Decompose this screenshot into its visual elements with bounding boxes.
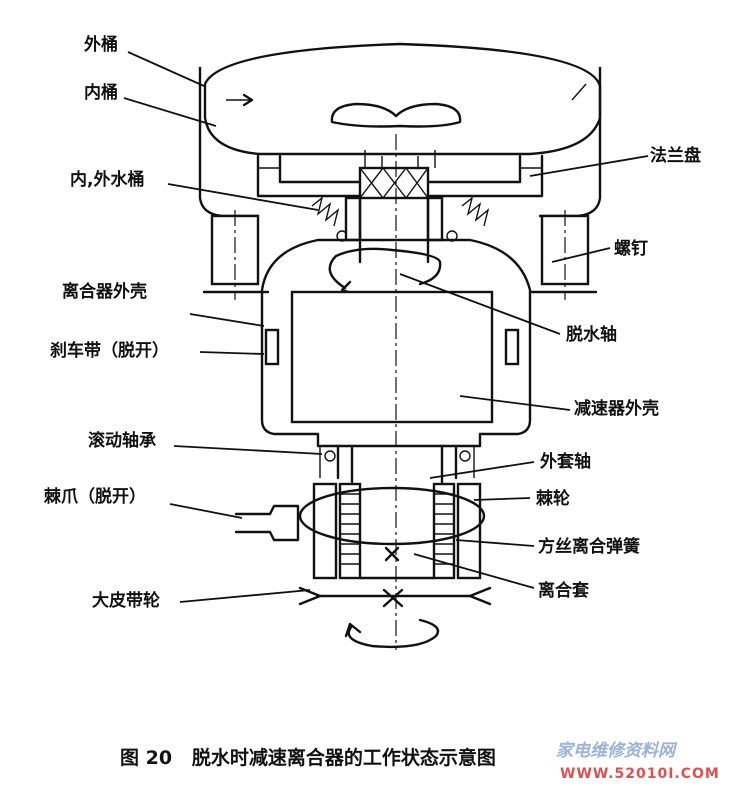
- label-large-pulley: 大皮带轮: [92, 590, 160, 611]
- ratchet-wheel-shape: [298, 482, 486, 580]
- label-square-wire-spring: 方丝离合弹簧: [538, 536, 640, 557]
- label-flange-plate: 法兰盘: [650, 145, 701, 166]
- ratchet-pawl-shape: [234, 504, 300, 542]
- large-pulley-shape: [298, 586, 492, 649]
- reducer-housing-shape: [264, 290, 520, 424]
- flange-plate-shape: [202, 150, 598, 300]
- watermark: 家电维修资料网 WWW.52010I.COM: [556, 741, 720, 782]
- left-labels: 外桶 内桶 内,外水桶 离合器外壳 刹车带（脱开） 滚动轴承 棘爪（脱开） 大皮…: [44, 34, 169, 611]
- label-screw: 螺钉: [614, 238, 648, 259]
- figure-caption: 图 20 脱水时减速离合器的工作状态示意图: [120, 746, 496, 769]
- right-labels: 法兰盘 螺钉 脱水轴 减速器外壳 外套轴 棘轮 方丝离合弹簧 离合套: [536, 145, 701, 601]
- lower-shaft-assembly: [319, 444, 475, 484]
- label-clutch-sleeve: 离合套: [538, 580, 590, 601]
- label-reducer-housing: 减速器外壳: [574, 398, 659, 419]
- label-clutch-housing: 离合器外壳: [62, 281, 147, 302]
- label-spin-shaft: 脱水轴: [566, 324, 617, 345]
- label-brake-band: 刹车带（脱开）: [50, 340, 169, 361]
- clutch-drawing: [198, 42, 602, 650]
- leader-lines: [123, 51, 649, 603]
- label-inner-outer-water-tub: 内,外水桶: [70, 169, 144, 190]
- label-ratchet-pawl: 棘爪（脱开）: [44, 486, 146, 507]
- label-rolling-bearing: 滚动轴承: [88, 430, 156, 451]
- watermark-site-name: 家电维修资料网: [556, 741, 678, 761]
- seal-springs: [311, 196, 490, 242]
- label-outer-sleeve-shaft: 外套轴: [540, 451, 591, 472]
- label-inner-tub: 内桶: [84, 82, 118, 103]
- watermark-site-url: WWW.52010I.COM: [560, 766, 720, 782]
- inner-tub-shape: [203, 42, 602, 156]
- label-ratchet-wheel: 棘轮: [536, 488, 570, 509]
- label-outer-tub: 外桶: [84, 34, 118, 55]
